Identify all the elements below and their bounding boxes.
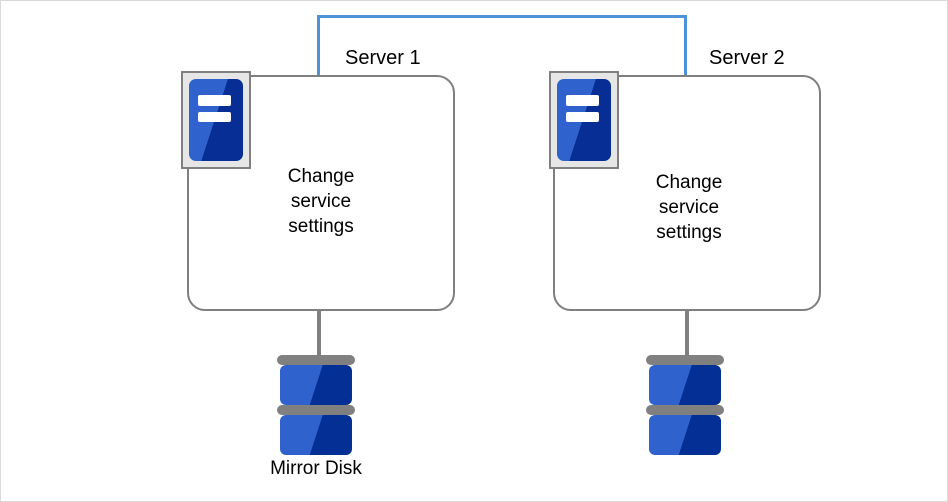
- disk-platter-upper: [280, 365, 352, 405]
- server-icon-bar-bottom: [197, 111, 232, 123]
- disk-bar-middle: [277, 405, 355, 415]
- disk-platter-lower: [280, 415, 352, 455]
- server-icon-bar-top: [565, 95, 600, 107]
- server-icon-body: [557, 79, 611, 161]
- disk-stack-icon: [646, 355, 724, 461]
- server-1-title: Server 1: [345, 47, 421, 69]
- disk-platter-lower: [649, 415, 721, 455]
- server-icon: [549, 71, 619, 169]
- server-1-disk-stem: [317, 311, 321, 357]
- disk-bar-top: [646, 355, 724, 365]
- disk-stack-icon: [277, 355, 355, 461]
- mirror-disk-label: Mirror Disk: [270, 458, 362, 479]
- server-2-disk-stem: [685, 311, 689, 357]
- server-2-body-text: Change service settings: [655, 172, 723, 243]
- interconnect-link: [317, 15, 687, 77]
- server-icon-bar-bottom: [565, 111, 600, 123]
- server-1-body-text: Change service settings: [287, 166, 355, 237]
- disk-bar-top: [277, 355, 355, 365]
- server-icon-body: [189, 79, 243, 161]
- server-icon-bar-top: [197, 95, 232, 107]
- disk-platter-upper: [649, 365, 721, 405]
- server-icon: [181, 71, 251, 169]
- disk-bar-middle: [646, 405, 724, 415]
- server-2-title: Server 2: [709, 47, 785, 69]
